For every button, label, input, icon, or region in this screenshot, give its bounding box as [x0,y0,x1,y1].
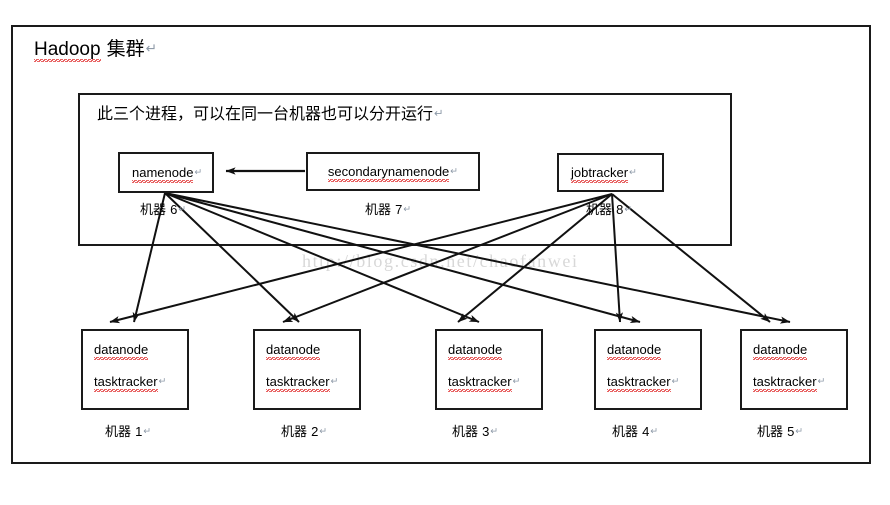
worker-box-2[interactable]: datanode tasktracker↵ [253,329,361,410]
worker-box-5[interactable]: datanode tasktracker↵ [740,329,848,410]
paragraph-mark-icon: ↵ [194,167,203,178]
worker-service-tasktracker: tasktracker↵ [266,374,339,392]
worker-service-datanode: datanode [94,342,149,360]
page-title: Hadoop 集群↵ [34,38,158,62]
paragraph-mark-icon: ↵ [143,426,152,437]
paragraph-mark-icon: ↵ [671,376,680,387]
worker-service-tasktracker: tasktracker↵ [607,374,680,392]
paragraph-mark-icon: ↵ [434,106,444,120]
worker-service-datanode: datanode [266,342,321,360]
machine-label-8: 机器 8↵ [586,202,633,218]
paragraph-mark-icon: ↵ [817,376,826,387]
paragraph-mark-icon: ↵ [795,426,804,437]
master-processes-note: 此三个进程，可以在同一台机器也可以分开运行↵ [97,106,444,122]
note-text: 此三个进程，可以在同一台机器也可以分开运行 [97,104,434,123]
worker-service-datanode: datanode [753,342,808,360]
paragraph-mark-icon: ↵ [145,41,158,57]
worker-service-tasktracker: tasktracker↵ [448,374,521,392]
machine-label-7: 机器 7↵ [365,202,412,218]
paragraph-mark-icon: ↵ [490,426,499,437]
paragraph-mark-icon: ↵ [178,204,187,215]
paragraph-mark-icon: ↵ [319,426,328,437]
worker-service-tasktracker: tasktracker↵ [753,374,826,392]
process-label: jobtracker↵ [571,165,637,183]
worker-box-4[interactable]: datanode tasktracker↵ [594,329,702,410]
paragraph-mark-icon: ↵ [650,426,659,437]
paragraph-mark-icon: ↵ [450,166,459,177]
paragraph-mark-icon: ↵ [330,376,339,387]
process-box-secondarynamenode[interactable]: secondarynamenode↵ [306,152,480,191]
title-latin: Hadoop [34,39,101,62]
paragraph-mark-icon: ↵ [403,204,412,215]
machine-label-4: 机器 4↵ [612,424,659,440]
machine-label-1: 机器 1↵ [105,424,152,440]
process-label: secondarynamenode↵ [327,164,459,182]
machine-label-2: 机器 2↵ [281,424,328,440]
worker-service-tasktracker: tasktracker↵ [94,374,167,392]
hadoop-cluster-frame [11,25,871,464]
process-box-namenode[interactable]: namenode↵ [118,152,214,193]
paragraph-mark-icon: ↵ [629,167,637,178]
paragraph-mark-icon: ↵ [624,204,633,215]
process-label: namenode↵ [132,165,203,183]
watermark: http://blog.csdn.net/chaofanwei [302,251,579,271]
process-box-jobtracker[interactable]: jobtracker↵ [557,153,664,192]
worker-box-1[interactable]: datanode tasktracker↵ [81,329,189,410]
paragraph-mark-icon: ↵ [512,376,521,387]
worker-box-3[interactable]: datanode tasktracker↵ [435,329,543,410]
paragraph-mark-icon: ↵ [158,376,167,387]
worker-service-datanode: datanode [448,342,503,360]
machine-label-3: 机器 3↵ [452,424,499,440]
title-cjk: 集群 [100,38,145,60]
machine-label-6: 机器 6↵ [140,202,187,218]
machine-label-5: 机器 5↵ [757,424,804,440]
worker-service-datanode: datanode [607,342,662,360]
